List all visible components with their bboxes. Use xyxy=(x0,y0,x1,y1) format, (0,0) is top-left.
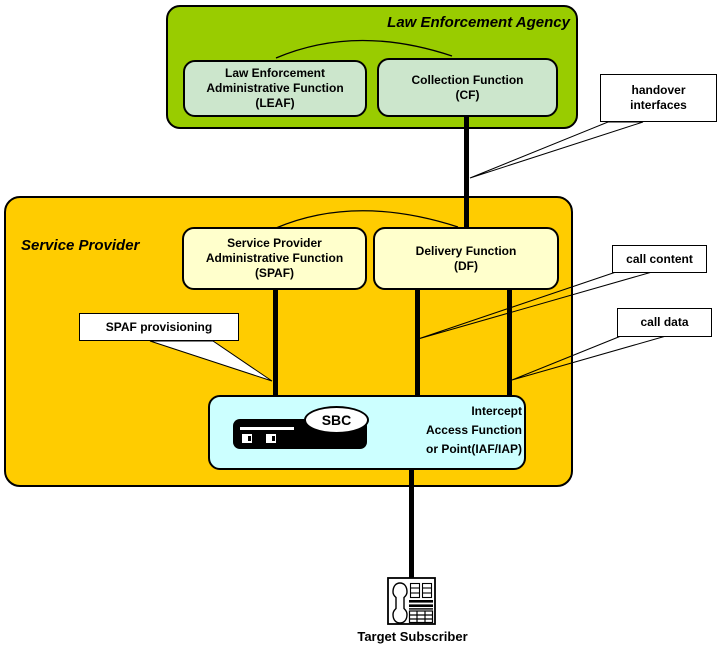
leaf-node: Law Enforcement Administrative Function … xyxy=(183,60,367,117)
spaf-provisioning-callout-pointer xyxy=(149,340,273,382)
call-content-callout: call content xyxy=(612,245,707,273)
service-provider-title: Service Provider xyxy=(21,237,140,254)
leaf-cf-arc-connector xyxy=(275,39,453,59)
spaf-df-arc-connector xyxy=(275,210,459,229)
intercept-access-function-label: Intercept Access Function or Point(IAF/I… xyxy=(425,404,522,456)
sbc-port-mark xyxy=(248,436,251,441)
collection-function-node: Collection Function (CF) xyxy=(377,58,558,117)
telephone-icon xyxy=(387,577,436,625)
sbc-badge: SBC xyxy=(304,406,369,434)
handover-interfaces-callout: handover interfaces xyxy=(600,74,717,122)
sbc-device-stripe xyxy=(240,427,294,430)
call-data-callout-pointer xyxy=(511,335,667,381)
handover-callout-pointer xyxy=(469,121,644,179)
sbc-port-icon xyxy=(242,434,252,443)
spaf-provisioning-callout: SPAF provisioning xyxy=(79,313,239,341)
sbc-port-icon xyxy=(266,434,276,443)
law-enforcement-agency-title: Law Enforcement Agency xyxy=(387,14,570,31)
call-data-callout: call data xyxy=(617,308,712,337)
spaf-node: Service Provider Administrative Function… xyxy=(182,227,367,290)
sbc-port-mark xyxy=(272,436,275,441)
target-subscriber-label: Target Subscriber xyxy=(357,629,468,644)
delivery-function-node: Delivery Function (DF) xyxy=(373,227,559,290)
